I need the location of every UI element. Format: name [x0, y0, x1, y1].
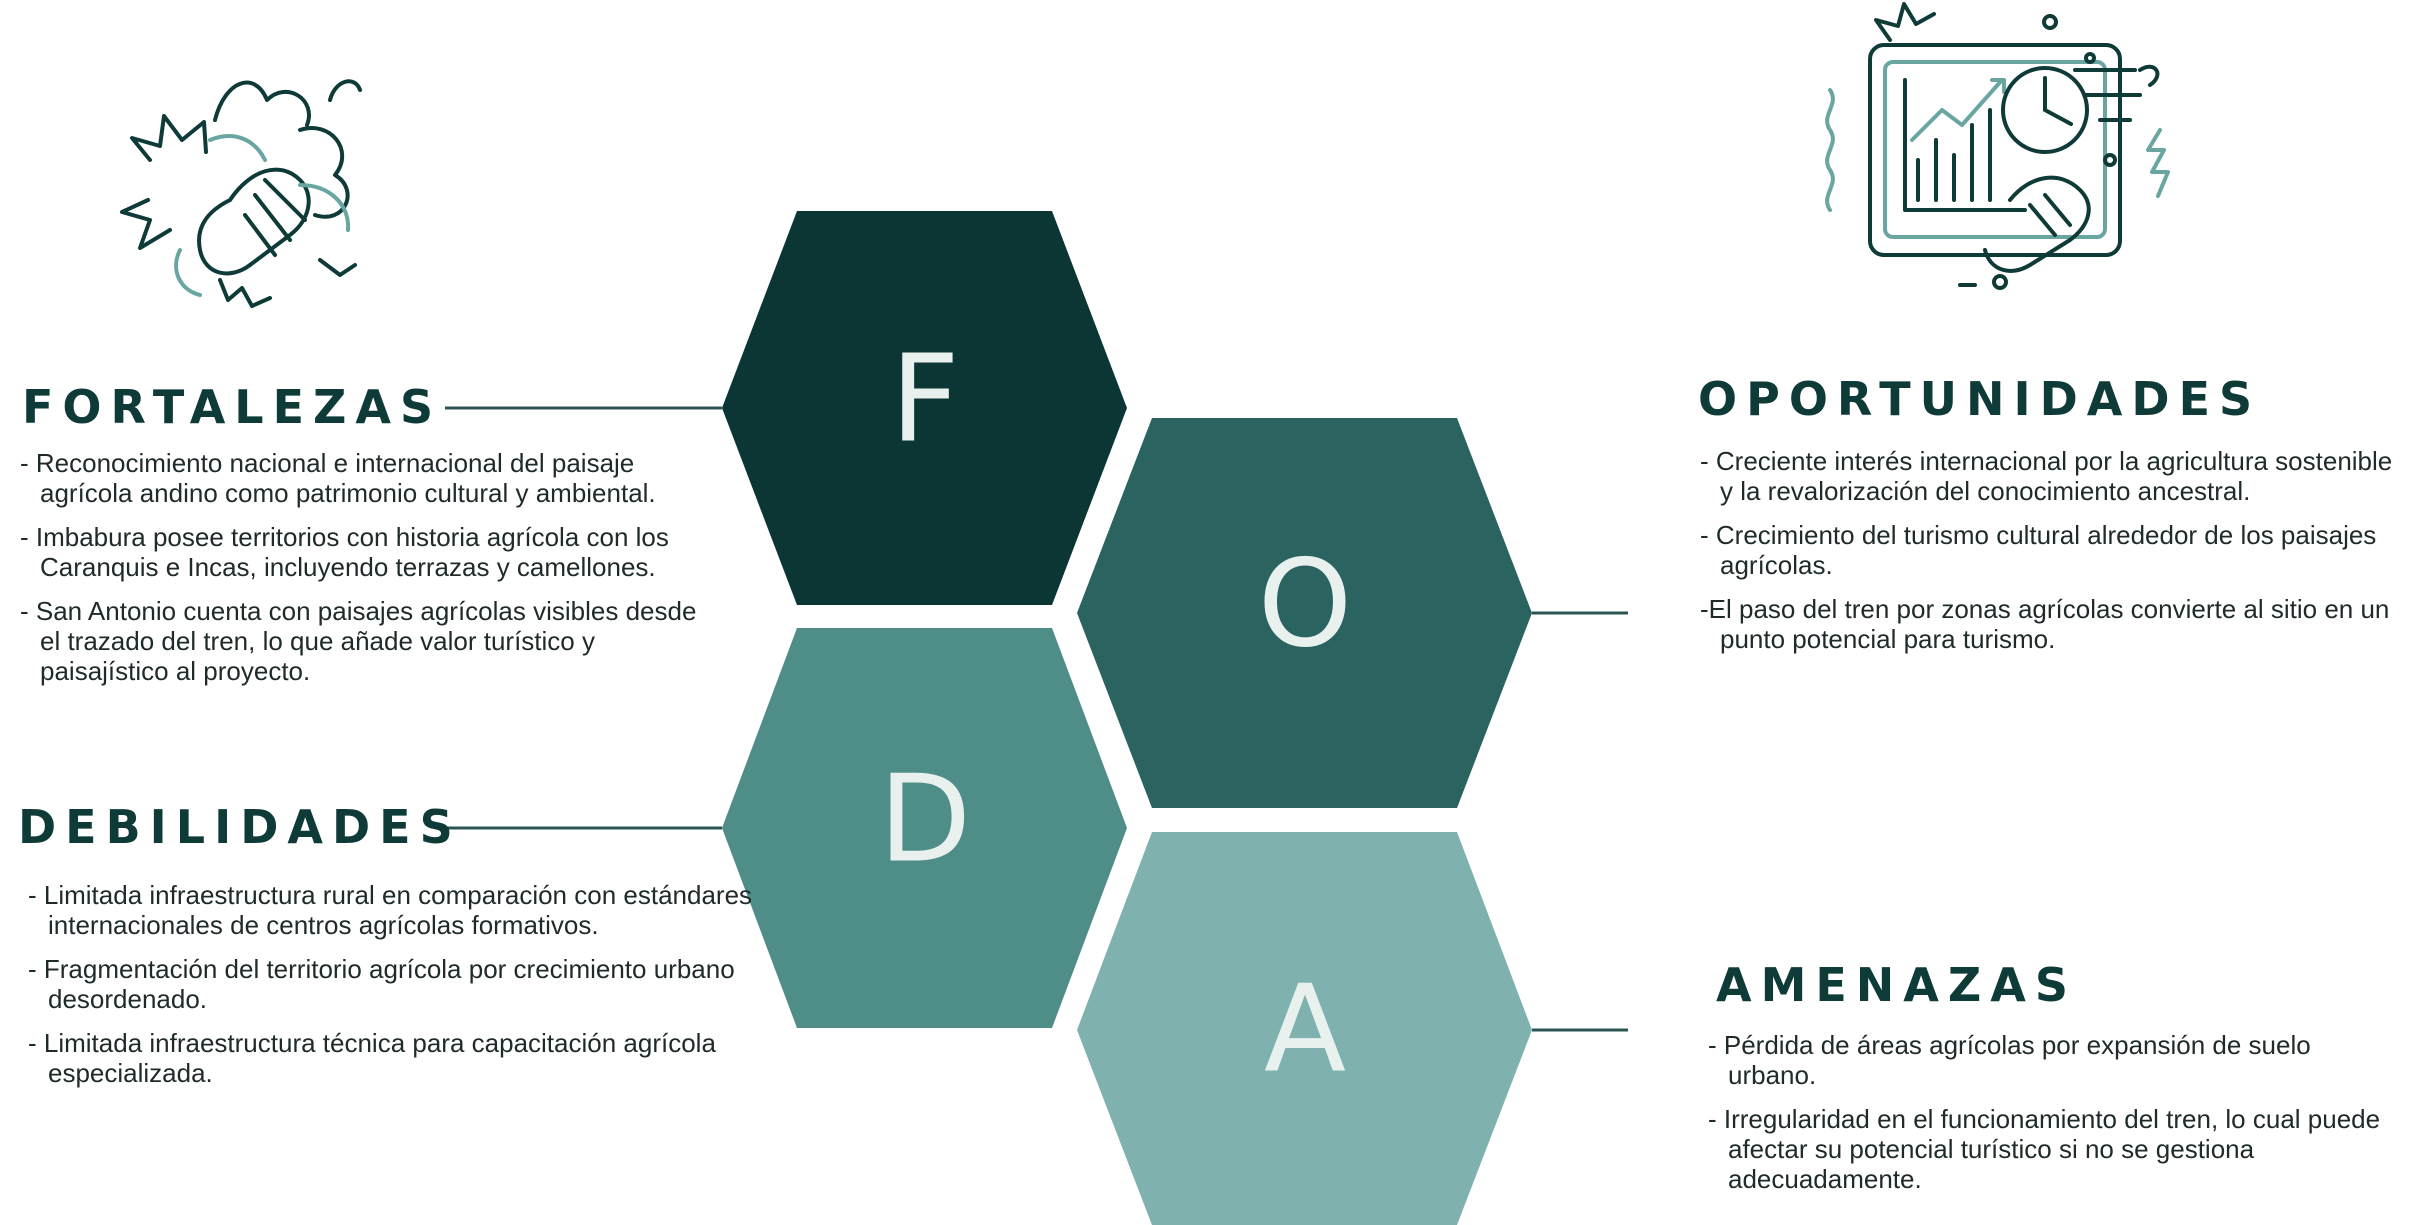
fortalezas-list: - Reconocimiento nacional e internaciona… — [20, 448, 720, 700]
debilidades-item: - Limitada infraestructura rural en comp… — [28, 880, 753, 940]
fortalezas-heading: FORTALEZAS — [22, 380, 443, 434]
oportunidades-item: -El paso del tren por zonas agrícolas co… — [1700, 594, 2390, 654]
hexagon-f-letter: F — [890, 331, 959, 470]
oportunidades-item: - Crecimiento del turismo cultural alred… — [1700, 520, 2377, 580]
oportunidades-heading: OPORTUNIDADES — [1698, 372, 2262, 426]
debilidades-heading: DEBILIDADES — [18, 800, 462, 854]
oportunidades-item: - Creciente interés internacional por la… — [1700, 446, 2393, 506]
amenazas-list: - Pérdida de áreas agrícolas por expansi… — [1708, 1030, 2398, 1208]
hexagon-a: A — [1077, 832, 1532, 1225]
hexagon-d: D — [722, 628, 1127, 1028]
debilidades-item: - Fragmentación del territorio agrícola … — [28, 954, 735, 1014]
oportunidades-list: - Creciente interés internacional por la… — [1700, 446, 2412, 668]
hexagon-o-letter: O — [1258, 536, 1352, 675]
amenazas-heading: AMENAZAS — [1716, 958, 2077, 1012]
fortalezas-item: - Reconocimiento nacional e internaciona… — [20, 448, 656, 508]
fortalezas-item: - Imbabura posee territorios con histori… — [20, 522, 669, 582]
fortalezas-item: - San Antonio cuenta con paisajes agríco… — [20, 596, 697, 686]
debilidades-item: - Limitada infraestructura técnica para … — [28, 1028, 716, 1088]
debilidades-list: - Limitada infraestructura rural en comp… — [28, 880, 768, 1102]
hexagon-d-letter: D — [879, 751, 971, 890]
clasped-hands-icon — [120, 79, 362, 308]
hexagon-o: O — [1077, 418, 1532, 808]
hexagon-a-letter: A — [1264, 961, 1346, 1100]
amenazas-item: - Pérdida de áreas agrícolas por expansi… — [1708, 1030, 2311, 1090]
hexagon-f: F — [722, 211, 1127, 605]
amenazas-item: - Irregularidad en el funcionamiento del… — [1708, 1104, 2381, 1194]
growth-chart-dashboard-icon — [1825, 2, 2170, 290]
